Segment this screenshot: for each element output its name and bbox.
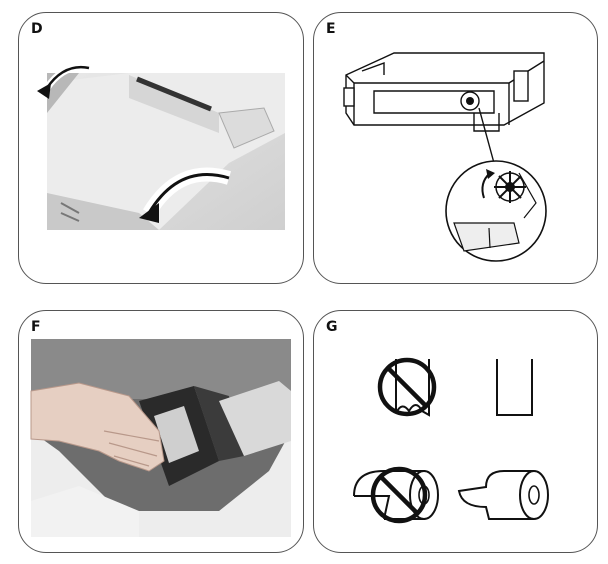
lift-arrow-icon [139,167,232,223]
panel-f: F [18,310,304,553]
panel-label-g: G [326,319,338,335]
knob-zoom-icon [445,160,547,262]
cartridge-knob-icon [460,91,480,111]
panel-label-e: E [326,21,336,37]
panel-label-d: D [31,21,43,37]
ribbon-cartridge-drawing [343,52,547,262]
rotate-arrow-icon [37,63,90,99]
panel-label-f: F [31,319,41,335]
panel-d: D [18,12,304,284]
printer-cover-photo [37,63,285,230]
torn-paper-prohibited-icon [377,357,437,417]
paper-guidance-drawing [353,357,549,524]
loose-roll-prohibited-icon [353,466,439,524]
paper-roll-icon [457,470,549,520]
panel-e: E [313,12,598,284]
panel-g: G [313,310,598,553]
cartridge-insert-photo [30,339,291,537]
straight-paper-icon [496,359,533,416]
